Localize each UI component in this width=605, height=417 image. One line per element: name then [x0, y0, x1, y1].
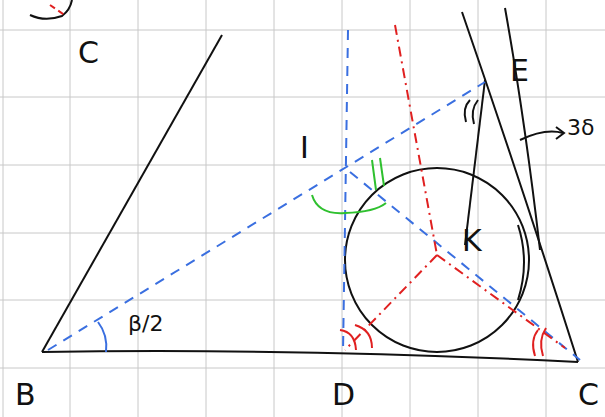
angle-mark [98, 322, 106, 352]
arc-mark [518, 225, 524, 300]
angle-mark [340, 325, 372, 350]
point-label: C [78, 38, 99, 68]
point-label: C [578, 380, 599, 410]
fragment [30, 0, 72, 19]
point-label: I [300, 133, 309, 163]
point-label: K [462, 226, 482, 256]
angle-mark [533, 328, 546, 356]
point-label: E [510, 56, 529, 86]
point-label: D [332, 380, 355, 410]
angle-label: β/2 [128, 313, 163, 335]
angle-label: 3δ [567, 117, 594, 139]
point-label: B [15, 380, 36, 410]
excircle [345, 168, 529, 352]
tangent-line [505, 8, 540, 250]
radius-lines [345, 25, 565, 350]
segment [465, 80, 485, 245]
angle-mark [465, 100, 478, 124]
base-line [42, 351, 578, 362]
fragment [50, 5, 66, 16]
arrow-head [556, 127, 564, 139]
side-line [42, 35, 222, 352]
side-line [462, 12, 578, 362]
bisector-lines [48, 30, 580, 360]
angle-mark [312, 195, 386, 213]
angle-mark [372, 158, 384, 190]
